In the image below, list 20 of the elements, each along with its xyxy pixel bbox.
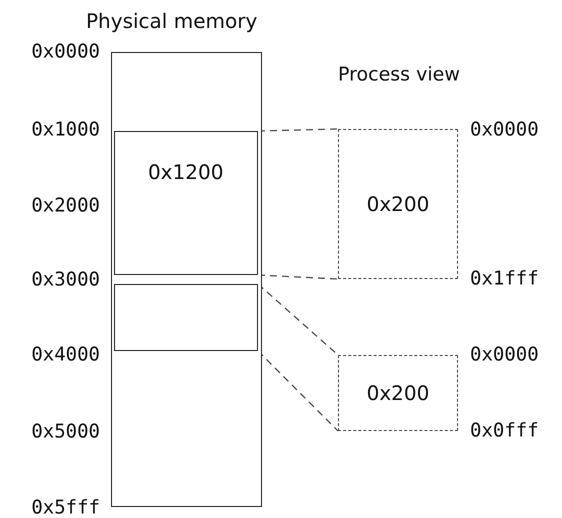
memory-region	[114, 284, 258, 351]
address-label: 0x2000	[31, 196, 100, 216]
address-label: 0x0000	[31, 42, 100, 62]
address-label: 0x0000	[470, 120, 539, 140]
process-region	[338, 129, 458, 279]
size-text: 0x200	[366, 381, 430, 405]
block-title: Physical memory	[86, 9, 258, 33]
address-label: 0x4000	[31, 346, 100, 364]
size-text: 0x1200	[148, 160, 224, 184]
address-label: 0x1000	[31, 120, 100, 140]
section-title: Process view	[338, 66, 460, 84]
address-label: 0x5fff	[31, 498, 100, 518]
address-label: 0x5000	[31, 422, 100, 442]
address-label: 0x0fff	[470, 422, 539, 440]
address-label: 0x1fff	[470, 270, 539, 288]
address-label: 0x3000	[31, 270, 100, 290]
memory-region	[114, 130, 258, 275]
process-region	[338, 355, 458, 431]
address-label: 0x0000	[470, 346, 539, 364]
size-text: 0x200	[366, 192, 430, 216]
